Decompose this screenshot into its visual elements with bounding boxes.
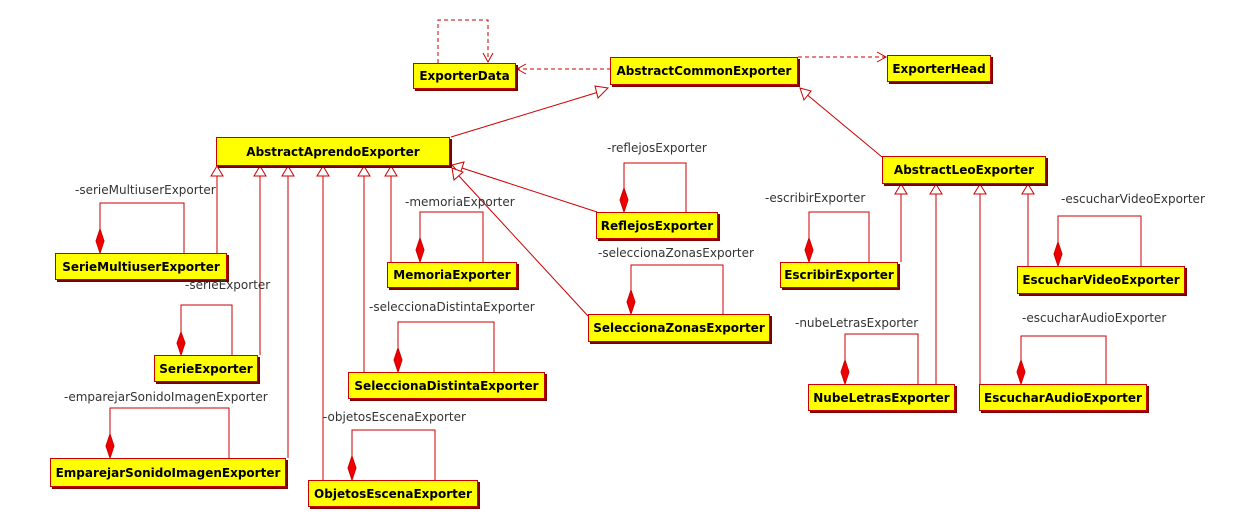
class-selecciona-distinta-exporter[interactable]: SeleccionaDistintaExporter	[348, 372, 545, 399]
class-memoria-exporter[interactable]: MemoriaExporter	[387, 262, 517, 288]
composition-loop-nube-letras	[844, 333, 919, 384]
generalization-selecciona-zonas-arrowhead	[451, 167, 464, 181]
role-label-escuchar-video: -escucharVideoExporter	[1061, 192, 1205, 206]
generalization-escuchar-video-arrowhead	[1021, 183, 1035, 195]
composition-loop-memoria	[419, 211, 484, 262]
role-label-nube-letras: -nubeLetrasExporter	[795, 316, 919, 330]
role-label-serie-multiuser: -serieMultiuserExporter	[75, 183, 216, 197]
generalization-emparejar-arrowhead	[281, 165, 295, 177]
generalization-serie-arrowhead	[253, 165, 267, 177]
composition-diamond-escuchar-video	[1053, 240, 1063, 268]
class-abstract-leo-exporter[interactable]: AbstractLeoExporter	[882, 156, 1046, 184]
composition-diamond-serie	[176, 330, 186, 357]
composition-loop-escuchar-audio	[1020, 335, 1107, 384]
class-objetos-escena-exporter[interactable]: ObjetosEscenaExporter	[308, 480, 478, 507]
composition-loop-emparejar	[109, 407, 230, 458]
generalization-memoria-arrowhead	[384, 165, 398, 177]
class-abstract-common-exporter[interactable]: AbstractCommonExporter	[610, 57, 798, 85]
generalization-objetos-arrowhead	[316, 165, 330, 177]
composition-diamond-nube-letras	[840, 358, 850, 386]
generalization-escribir-arrowhead	[894, 183, 908, 195]
class-exporter-data[interactable]: ExporterData	[413, 63, 516, 89]
generalization-selecciona-distinta-arrowhead	[357, 165, 371, 177]
composition-loop-selecciona-zonas	[630, 264, 724, 314]
class-escuchar-audio-exporter[interactable]: EscucharAudioExporter	[979, 384, 1147, 411]
class-exporter-head[interactable]: ExporterHead	[887, 55, 991, 82]
generalization-seriemultiuser-arrowhead	[210, 165, 224, 177]
class-abstract-aprendo-exporter[interactable]: AbstractAprendoExporter	[216, 137, 450, 166]
composition-diamond-reflejos	[619, 186, 629, 214]
composition-diamond-seriemultiuser	[95, 227, 105, 255]
role-label-escribir: -escribirExporter	[765, 191, 866, 205]
class-escuchar-video-exporter[interactable]: EscucharVideoExporter	[1017, 266, 1185, 294]
class-escribir-exporter[interactable]: EscribirExporter	[780, 262, 898, 288]
composition-loop-objetos	[351, 429, 436, 480]
class-serie-exporter[interactable]: SerieExporter	[154, 355, 258, 382]
class-nube-letras-exporter[interactable]: NubeLetrasExporter	[808, 384, 955, 411]
composition-diamond-escuchar-audio	[1016, 358, 1026, 386]
dependency-common-to-data-arrowhead	[515, 63, 527, 75]
role-label-reflejos: -reflejosExporter	[607, 141, 707, 155]
class-selecciona-zonas-exporter[interactable]: SeleccionaZonasExporter	[588, 314, 770, 342]
role-label-serie: -serieExporter	[185, 278, 271, 292]
class-emparejar-sonido-imagen-exporter[interactable]: EmparejarSonidoImagenExporter	[50, 458, 286, 487]
role-label-selecciona-distinta: -seleccionaDistintaExporter	[369, 300, 535, 314]
dependency-self-exporterdata	[437, 19, 489, 63]
generalization-escuchar-audio-arrowhead	[973, 183, 987, 195]
generalization-selecciona-zonas	[458, 175, 589, 317]
role-label-selecciona-zonas: -seleccionaZonasExporter	[598, 246, 754, 260]
composition-loop-selecciona-distinta	[397, 321, 495, 372]
composition-loop-escribir	[808, 211, 870, 262]
dependency-self-arrowhead	[482, 52, 494, 64]
role-label-emparejar-sonido-imagen: -emparejarSonidoImagenExporter	[64, 390, 268, 404]
role-label-memoria: -memoriaExporter	[405, 195, 515, 209]
generalization-aprendo-to-common	[450, 90, 603, 138]
composition-loop-serie	[180, 304, 233, 355]
composition-loop-reflejos	[623, 162, 687, 212]
composition-diamond-selecciona-distinta	[393, 346, 403, 374]
generalization-leo-to-common-arrowhead	[799, 87, 812, 102]
class-serie-multiuser-exporter[interactable]: SerieMultiuserExporter	[55, 253, 227, 280]
composition-diamond-objetos	[347, 454, 357, 482]
generalization-reflejos	[461, 167, 598, 213]
role-label-objetos-escena: -objetosEscenaExporter	[323, 410, 466, 424]
composition-loop-escuchar-video	[1057, 215, 1142, 266]
composition-diamond-memoria	[415, 236, 425, 264]
generalization-nube-letras-arrowhead	[929, 183, 943, 195]
role-label-escuchar-audio: -escucharAudioExporter	[1022, 311, 1167, 325]
composition-diamond-escribir	[804, 236, 814, 264]
composition-diamond-selecciona-zonas	[626, 288, 636, 316]
class-reflejos-exporter[interactable]: ReflejosExporter	[596, 212, 718, 239]
dependency-common-to-head-arrowhead	[876, 51, 888, 63]
composition-loop-seriemultiuser	[99, 202, 185, 253]
generalization-aprendo-to-common-arrowhead	[594, 85, 610, 99]
composition-diamond-emparejar	[105, 432, 115, 460]
generalization-leo-to-common	[804, 92, 883, 158]
